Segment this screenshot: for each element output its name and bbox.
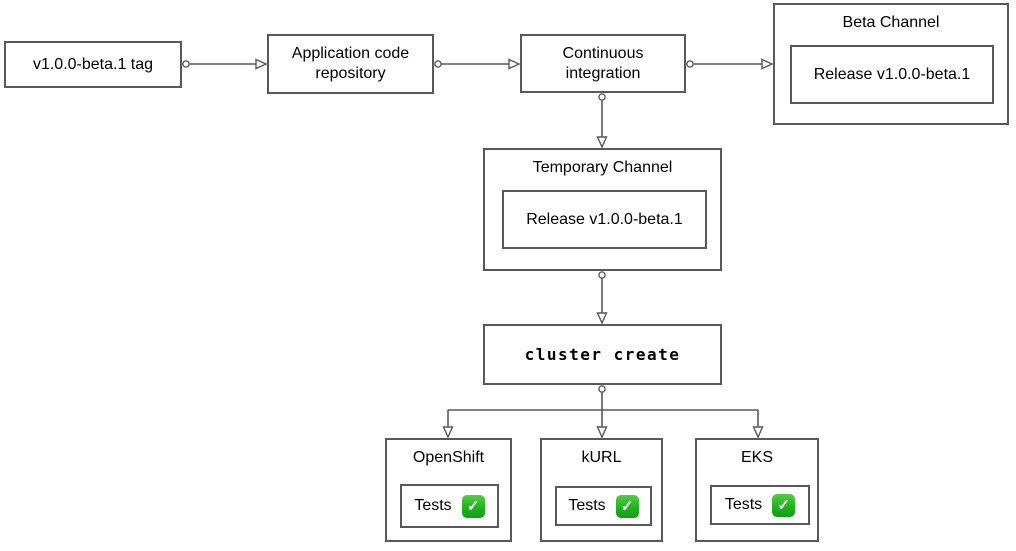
eks-title: EKS [740,449,773,466]
kurl-title: kURL [581,449,622,466]
check-glyph: ✓ [466,497,480,515]
node-version-tag: v1.0.0-beta.1 tag [4,41,182,88]
eks-tests-label: Tests [724,496,763,513]
check-mark-icon: ✓ [772,493,796,517]
openshift-title: OpenShift [412,449,485,466]
continuous-integration-label: Continuous integration [562,44,644,82]
temporary-channel-release-box: Release v1.0.0-beta.1 [502,190,707,249]
check-mark-icon: ✓ [615,494,639,518]
application-code-repository-label: Application code repository [291,45,410,82]
kurl-tests-label: Tests [568,497,606,514]
version-tag-label: v1.0.0-beta.1 tag [32,55,154,73]
openshift-tests-box: Tests ✓ [400,484,499,528]
node-cluster-create: cluster create [483,324,722,385]
openshift-tests-label: Tests [414,497,452,514]
temporary-channel-release-label: Release v1.0.0-beta.1 [526,210,683,228]
eks-tests-box: Tests ✓ [710,485,810,525]
beta-channel-title: Beta Channel [842,14,940,31]
node-continuous-integration: Continuous integration [520,34,686,93]
check-mark-icon: ✓ [461,494,485,518]
check-glyph: ✓ [620,497,634,515]
group-kurl: kURL Tests ✓ [540,438,663,542]
beta-channel-release-box: Release v1.0.0-beta.1 [790,45,994,104]
check-glyph: ✓ [777,496,790,514]
beta-channel-release-label: Release v1.0.0-beta.1 [813,65,971,83]
group-eks: EKS Tests ✓ [695,438,819,542]
node-application-code-repository: Application code repository [267,34,434,94]
temporary-channel-title: Temporary Channel [532,159,673,176]
kurl-tests-box: Tests ✓ [555,486,652,526]
group-beta-channel: Beta Channel Release v1.0.0-beta.1 [773,3,1009,125]
cluster-create-label: cluster create [524,344,681,364]
group-openshift: OpenShift Tests ✓ [385,438,512,542]
group-temporary-channel: Temporary Channel Release v1.0.0-beta.1 [483,148,722,271]
